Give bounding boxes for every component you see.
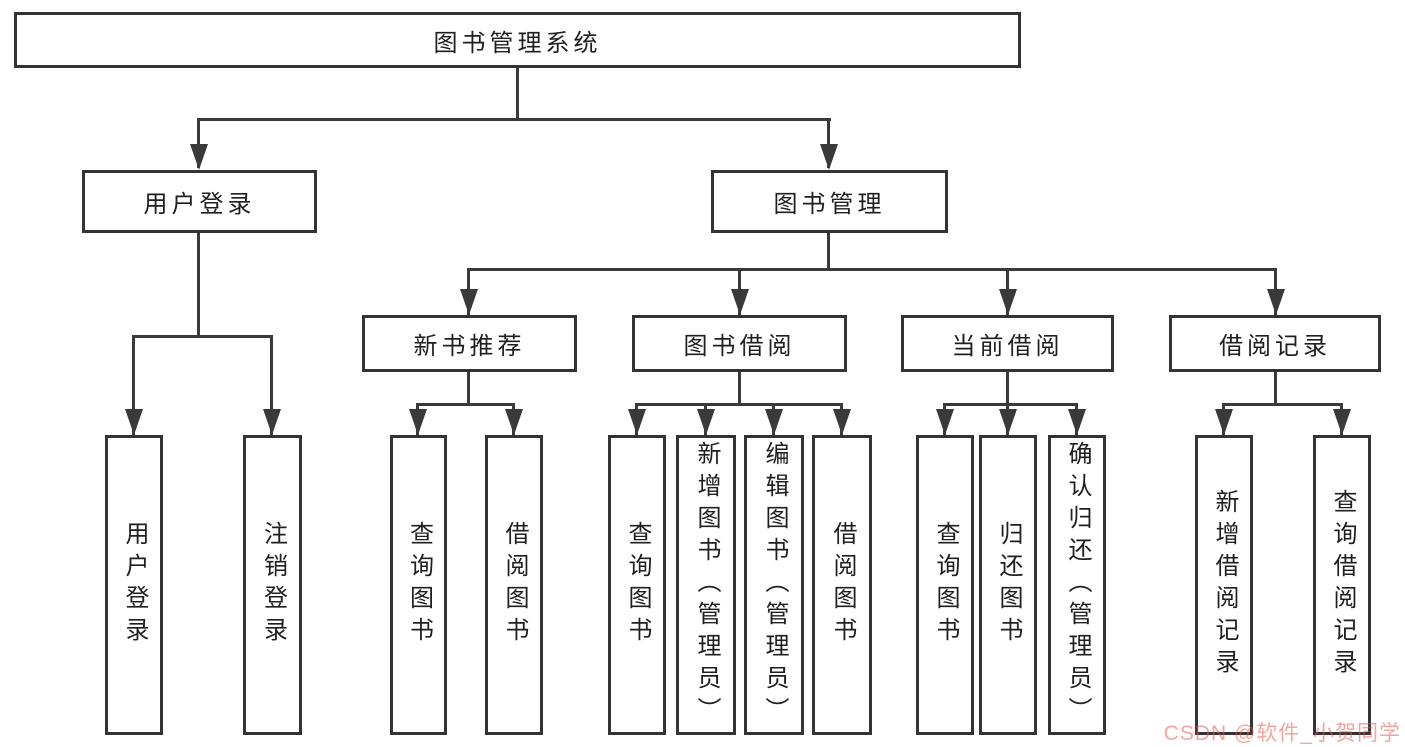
connector-line bbox=[943, 403, 1078, 406]
arrowhead-down-icon bbox=[999, 289, 1017, 315]
connector-line bbox=[132, 335, 273, 338]
arrowhead-down-icon bbox=[1267, 289, 1285, 315]
arrowhead-down-icon bbox=[409, 409, 427, 435]
connector-line bbox=[197, 118, 200, 168]
connector-line bbox=[270, 335, 273, 435]
leaf-borrow-books-2: 借阅图书 bbox=[812, 435, 872, 735]
leaf-return-books: 归还图书 bbox=[979, 435, 1037, 735]
leaf-edit-books-admin: 编辑图书（管理员） bbox=[744, 435, 804, 735]
arrowhead-down-icon bbox=[820, 144, 838, 170]
node-user-login: 用户登录 bbox=[82, 170, 317, 233]
arrowhead-down-icon bbox=[263, 409, 281, 435]
connector-line bbox=[416, 403, 515, 406]
node-book-borrowing: 图书借阅 bbox=[632, 315, 847, 372]
arrowhead-down-icon bbox=[936, 409, 954, 435]
arrowhead-down-icon bbox=[460, 289, 478, 315]
arrowhead-down-icon bbox=[1215, 409, 1233, 435]
connector-line bbox=[516, 68, 519, 120]
connector-line bbox=[635, 403, 843, 406]
node-current-borrowing: 当前借阅 bbox=[901, 315, 1114, 372]
leaf-borrow-books-1: 借阅图书 bbox=[485, 435, 543, 735]
leaf-logout: 注销登录 bbox=[243, 435, 302, 735]
arrowhead-down-icon bbox=[628, 409, 646, 435]
leaf-add-books-admin: 新增图书（管理员） bbox=[676, 435, 736, 735]
connector-line bbox=[827, 233, 830, 271]
connector-line bbox=[132, 335, 135, 435]
csdn-watermark: CSDN @软件_小贺同学 bbox=[1163, 722, 1401, 745]
connector-line bbox=[197, 233, 200, 337]
connector-line bbox=[1274, 372, 1277, 405]
leaf-user-login: 用户登录 bbox=[105, 435, 163, 735]
leaf-confirm-return-admin: 确认归还（管理员） bbox=[1048, 435, 1106, 735]
node-book-management: 图书管理 bbox=[711, 170, 948, 233]
arrowhead-down-icon bbox=[505, 409, 523, 435]
node-new-book-recommendation: 新书推荐 bbox=[362, 315, 577, 372]
node-borrowing-records: 借阅记录 bbox=[1169, 315, 1381, 372]
connector-line bbox=[467, 268, 1277, 271]
connector-line bbox=[1222, 403, 1343, 406]
arrowhead-down-icon bbox=[765, 409, 783, 435]
leaf-query-borrow-record: 查询借阅记录 bbox=[1313, 435, 1371, 735]
arrowhead-down-icon bbox=[125, 409, 143, 435]
arrowhead-down-icon bbox=[697, 409, 715, 435]
arrowhead-down-icon bbox=[731, 289, 749, 315]
arrowhead-down-icon bbox=[1333, 409, 1351, 435]
leaf-query-books-3: 查询图书 bbox=[916, 435, 974, 735]
leaf-query-books-1: 查询图书 bbox=[390, 435, 447, 735]
node-library-management-system: 图书管理系统 bbox=[14, 12, 1021, 68]
arrowhead-down-icon bbox=[833, 409, 851, 435]
connector-line bbox=[197, 118, 831, 121]
leaf-add-borrow-record: 新增借阅记录 bbox=[1195, 435, 1253, 735]
arrowhead-down-icon bbox=[1068, 409, 1086, 435]
connector-line bbox=[467, 372, 470, 405]
connector-line bbox=[827, 118, 830, 168]
connector-line bbox=[738, 372, 741, 405]
leaf-query-books-2: 查询图书 bbox=[608, 435, 666, 735]
arrowhead-down-icon bbox=[999, 409, 1017, 435]
connector-line bbox=[1006, 372, 1009, 405]
arrowhead-down-icon bbox=[190, 144, 208, 170]
